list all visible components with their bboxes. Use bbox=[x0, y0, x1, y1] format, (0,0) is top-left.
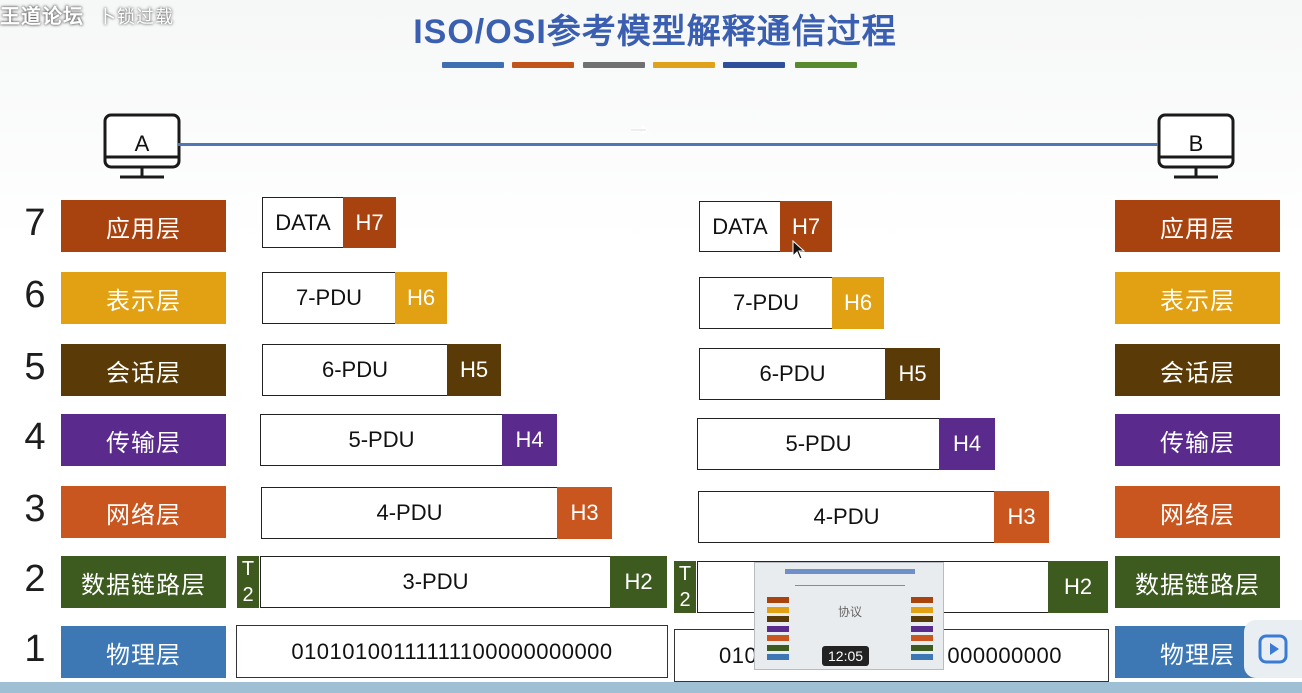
left-r2-trailer-bot: 2 bbox=[242, 584, 254, 606]
thumb-title-line bbox=[785, 569, 915, 574]
thumb-layer-bar bbox=[911, 654, 933, 660]
title-underline-segment bbox=[442, 62, 504, 68]
right-r1-bits-left: 010 bbox=[719, 642, 758, 668]
right-r6-data: 7-PDU bbox=[699, 277, 833, 329]
layer-number: 6 bbox=[24, 274, 46, 316]
computer-a-icon bbox=[103, 113, 181, 179]
right-r4-header: H4 bbox=[939, 418, 995, 470]
computer-b-icon bbox=[1157, 113, 1235, 179]
left-r2-trailer: T 2 bbox=[237, 556, 259, 608]
right-r1-bits-right: 000000000 bbox=[947, 642, 1062, 668]
layer-number: 1 bbox=[24, 628, 46, 670]
left-layer-label: 会话层 bbox=[61, 344, 226, 396]
right-layer-label: 会话层 bbox=[1115, 344, 1280, 396]
right-r6-header: H6 bbox=[832, 277, 884, 329]
right-layer-label: 传输层 bbox=[1115, 414, 1280, 466]
right-r2-header: H2 bbox=[1048, 561, 1108, 613]
right-layer-label: 网络层 bbox=[1115, 486, 1280, 538]
thumb-layer-bar bbox=[767, 597, 789, 603]
side-play-button[interactable] bbox=[1244, 620, 1302, 678]
right-r2-trailer: T 2 bbox=[674, 561, 696, 613]
right-layer-label: 数据链路层 bbox=[1115, 556, 1280, 608]
mouse-cursor-icon bbox=[792, 240, 806, 260]
left-layer-label: 数据链路层 bbox=[61, 556, 226, 608]
left-layer-label: 物理层 bbox=[61, 626, 226, 678]
title-underline-segment bbox=[795, 62, 857, 68]
left-r4-header: H4 bbox=[502, 414, 557, 466]
host-b-label: B bbox=[1188, 131, 1204, 156]
left-r7-header: H7 bbox=[343, 197, 396, 248]
left-r6-header: H6 bbox=[395, 272, 447, 324]
left-r2-trailer-top: T bbox=[241, 558, 255, 580]
layer-number: 3 bbox=[24, 488, 46, 530]
watermark: 王道论坛卜锁过载 bbox=[0, 0, 174, 29]
thumb-layer-bar bbox=[911, 616, 933, 622]
left-r5-data: 6-PDU bbox=[262, 344, 448, 396]
right-r3-header: H3 bbox=[994, 491, 1049, 543]
host-a-label: A bbox=[134, 131, 150, 156]
left-layer-label: 表示层 bbox=[61, 272, 226, 324]
preview-timestamp: 12:05 bbox=[822, 646, 870, 666]
thumb-layer-bar bbox=[911, 644, 933, 651]
title-underline-segment bbox=[583, 62, 645, 68]
right-r3-data: 4-PDU bbox=[698, 491, 995, 543]
layer-number: 7 bbox=[24, 202, 46, 244]
left-layer-label: 网络层 bbox=[61, 486, 226, 538]
left-r5-header: H5 bbox=[447, 344, 501, 396]
watermark-main: 王道论坛 bbox=[0, 6, 84, 28]
title-underline-segment bbox=[512, 62, 574, 68]
left-r6-data: 7-PDU bbox=[262, 272, 396, 324]
right-r7-header: H7 bbox=[780, 201, 832, 252]
left-r4-data: 5-PDU bbox=[260, 414, 503, 466]
left-layer-label: 传输层 bbox=[61, 414, 226, 466]
right-r2-trailer-top: T bbox=[678, 563, 692, 585]
thumb-layer-bar bbox=[911, 597, 933, 603]
thumb-protocol-label: 协议 bbox=[837, 605, 862, 619]
page-title: ISO/OSI参考模型解释通信过程 bbox=[413, 13, 897, 51]
right-r2-trailer-bot: 2 bbox=[679, 589, 691, 611]
right-r5-header: H5 bbox=[885, 348, 940, 400]
thumb-layer-bar bbox=[767, 635, 789, 641]
right-r5-data: 6-PDU bbox=[699, 348, 886, 400]
network-link bbox=[178, 143, 1158, 146]
layer-number: 2 bbox=[24, 558, 46, 600]
right-r7-data: DATA bbox=[699, 201, 781, 252]
left-r2-data: 3-PDU bbox=[260, 556, 611, 608]
left-layer-label: 应用层 bbox=[61, 200, 226, 252]
thumb-layer-bar bbox=[911, 606, 933, 613]
progress-bar[interactable] bbox=[0, 682, 1302, 693]
thumb-layer-bar bbox=[767, 644, 789, 651]
left-r3-data: 4-PDU bbox=[261, 487, 558, 539]
packet-arrow-icon bbox=[631, 124, 650, 136]
thumb-layer-bar bbox=[767, 625, 789, 632]
layer-number: 5 bbox=[24, 346, 46, 388]
title-underline-segment bbox=[653, 62, 715, 68]
thumb-layer-bar bbox=[911, 635, 933, 641]
thumb-layer-bar bbox=[911, 625, 933, 632]
left-r1-bits: 01010100111111100000000000 bbox=[236, 625, 668, 678]
title-underline-segment bbox=[723, 62, 785, 68]
video-preview-thumbnail[interactable]: 协议 bbox=[754, 562, 944, 670]
layer-number: 4 bbox=[24, 416, 46, 458]
right-r4-data: 5-PDU bbox=[697, 418, 940, 470]
watermark-sub: 卜锁过载 bbox=[98, 7, 174, 27]
thumb-layer-bar bbox=[767, 654, 789, 660]
thumb-layer-bar bbox=[767, 606, 789, 613]
thumb-layer-bar bbox=[767, 616, 789, 622]
left-r3-header: H3 bbox=[557, 487, 612, 539]
play-icon bbox=[1258, 634, 1288, 664]
thumb-link-line bbox=[795, 585, 905, 586]
left-r2-header: H2 bbox=[610, 556, 667, 608]
right-layer-label: 表示层 bbox=[1115, 272, 1280, 324]
right-layer-label: 应用层 bbox=[1115, 200, 1280, 252]
left-r7-data: DATA bbox=[262, 197, 344, 248]
